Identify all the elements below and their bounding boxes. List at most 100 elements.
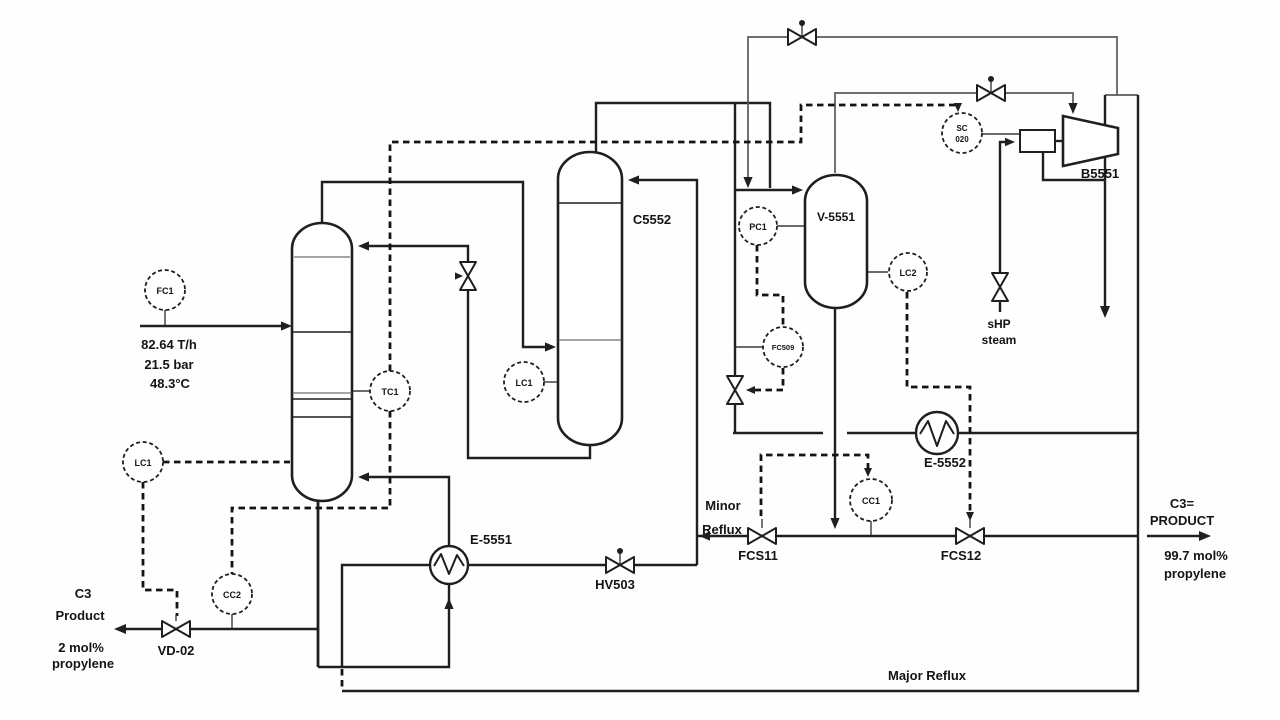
minor-reflux-arrow xyxy=(699,531,710,541)
compressor-label: B5551 xyxy=(1081,166,1119,181)
bottom-product-line4: propylene xyxy=(52,656,114,671)
instruments: FC1 TC1 LC1 CC2 LC1 PC1 FC509 LC2 xyxy=(122,112,983,615)
recycle-line xyxy=(747,36,1118,184)
suction-arrow xyxy=(1068,103,1078,114)
tc1-to-cc2-signal xyxy=(230,411,392,574)
major-reflux-line xyxy=(342,95,1140,693)
top-product-line2: PRODUCT xyxy=(1150,513,1214,528)
v5551-inlet-arrow xyxy=(792,185,803,195)
vd02-valve xyxy=(161,615,191,638)
steam-valve xyxy=(991,272,1009,302)
c5552-feed-arrow xyxy=(545,342,556,352)
suction-control-valve xyxy=(976,76,1006,102)
steam-label-line2: steam xyxy=(982,333,1017,347)
column1-recycle-arrow xyxy=(358,241,369,251)
major-reflux-label: Major Reflux xyxy=(888,668,967,683)
top-product-arrow xyxy=(1199,531,1211,541)
bottom-product-line2: Product xyxy=(55,608,105,623)
discharge-arrow xyxy=(1100,306,1110,318)
drum-v5551-vessel xyxy=(803,173,869,310)
fcs12-signal-arrow xyxy=(966,512,974,521)
bottom-product-line1: C3 xyxy=(75,586,92,601)
minor-reflux-line2: Reflux xyxy=(702,522,743,537)
lc2-to-fcs12-signal xyxy=(905,292,972,517)
fc509-signal-arrow xyxy=(746,386,755,394)
instrument-cc1: CC1 xyxy=(849,478,893,522)
fcs11-valve xyxy=(747,519,777,545)
fc509-label: FC509 xyxy=(772,343,795,352)
steam-label-line1: sHP xyxy=(987,317,1010,331)
suction-line xyxy=(834,92,1074,173)
bottom-product-line3: 2 mol% xyxy=(58,640,104,655)
feed-arrow xyxy=(281,321,292,331)
turbine-coupling xyxy=(1019,129,1056,153)
labels: 82.64 T/h 21.5 bar 48.3°C C5552 V-5551 B… xyxy=(52,166,1228,683)
c5552-reflux-arrow xyxy=(628,175,639,185)
vd02-label: VD-02 xyxy=(158,643,195,658)
e5552-coil xyxy=(919,420,955,447)
sc-signal-arrow xyxy=(954,103,962,112)
instrument-lc1-column1: LC1 xyxy=(122,441,164,483)
top-product-line1: C3= xyxy=(1170,496,1195,511)
column-c5552-vessel xyxy=(556,150,624,447)
steam-arrow xyxy=(1005,137,1015,147)
fcs11-cc1-signal xyxy=(759,453,870,516)
column1-vessel xyxy=(290,221,354,503)
e5551-coil xyxy=(433,553,465,575)
top-product-line4: propylene xyxy=(1164,566,1226,581)
hv503-valve xyxy=(605,548,635,574)
pc1-label: PC1 xyxy=(749,222,767,232)
signal-lines xyxy=(141,103,972,689)
condenser-e5552-symbol xyxy=(914,410,960,456)
flow-arrows xyxy=(114,103,1211,634)
feed-temperature-label: 48.3°C xyxy=(150,376,191,391)
drum-label: V-5551 xyxy=(817,210,855,224)
recycle-arrow xyxy=(743,177,753,188)
instrument-cc2: CC2 xyxy=(211,573,253,615)
sc020-label-line1: SC xyxy=(956,124,967,133)
reboiler-vapor-line xyxy=(364,475,451,547)
minor-reflux-line1: Minor xyxy=(705,498,740,513)
minor-reflux-riser xyxy=(632,178,699,565)
instrument-fc1: FC1 xyxy=(144,269,186,311)
valves xyxy=(161,20,1009,638)
lc1b-label: LC1 xyxy=(515,378,532,388)
cc2-label: CC2 xyxy=(223,590,241,600)
feed-flow-label: 82.64 T/h xyxy=(141,337,197,352)
top-product-line3: 99.7 mol% xyxy=(1164,548,1228,563)
instrument-sc020: SC 020 xyxy=(941,112,983,154)
instrument-fc509: FC509 xyxy=(762,326,804,368)
recycle-vertical-valve xyxy=(459,261,477,291)
fc509-valve xyxy=(726,375,744,405)
fcs11-label: FCS11 xyxy=(738,548,778,563)
lc1a-label: LC1 xyxy=(134,458,151,468)
recycle-valve-actuator-arrow xyxy=(455,272,463,280)
recycle-control-valve xyxy=(787,20,817,46)
instrument-pc1: PC1 xyxy=(738,206,778,246)
lc2-label: LC2 xyxy=(899,268,916,278)
bottom-product-arrow xyxy=(114,624,126,634)
fc1-label: FC1 xyxy=(156,286,173,296)
v5551-bottoms-arrow xyxy=(830,518,840,529)
tc1-label: TC1 xyxy=(381,387,398,397)
reboiler-feed-arrow xyxy=(444,598,454,609)
tc1-to-sc-signal xyxy=(388,103,960,371)
compressor-b5551-symbol xyxy=(1061,114,1120,168)
feed-pressure-label: 21.5 bar xyxy=(144,357,193,372)
steam-line xyxy=(998,140,1010,312)
fcs12-label: FCS12 xyxy=(941,548,981,563)
cc1-signal-arrow xyxy=(864,468,872,477)
cc1-label: CC1 xyxy=(862,496,880,506)
instrument-tc1: TC1 xyxy=(369,370,411,412)
column1-overhead-line xyxy=(320,180,550,349)
sc020-label-line2: 020 xyxy=(955,135,969,144)
reboiler-return-arrow xyxy=(358,472,369,482)
instrument-lc2: LC2 xyxy=(888,252,928,292)
c5552-bottoms-recycle xyxy=(364,244,592,460)
pc1-to-fc509-signal xyxy=(755,245,785,326)
hv503-label: HV503 xyxy=(595,577,635,592)
reboiler-loop xyxy=(318,563,451,669)
reboiler-label: E-5551 xyxy=(470,532,512,547)
